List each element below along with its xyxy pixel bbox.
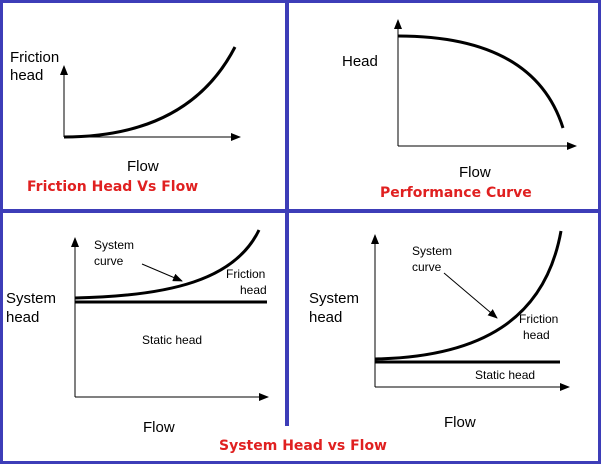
system-left-x-label: Flow: [143, 419, 175, 436]
system-right-x-label: Flow: [444, 414, 476, 431]
friction-y-label-line2: head: [10, 67, 43, 84]
system-left-system-curve: [74, 229, 261, 300]
performance-x-label: Flow: [459, 164, 491, 181]
friction-head-curve: [63, 46, 237, 139]
friction-caption: Friction Head Vs Flow: [27, 179, 198, 195]
system-right-y-label-line2: head: [309, 309, 342, 326]
system-right-annotation-system-line2: curve: [412, 260, 442, 274]
system-left-annotation-friction-line2: head: [240, 283, 267, 297]
system-left-annotation-system-line1: System: [94, 238, 134, 252]
performance-panel: Head Flow Performance Curve: [342, 19, 577, 201]
friction-y-label-line1: Friction: [10, 49, 59, 66]
friction-x-label: Flow: [127, 158, 159, 175]
system-head-caption: System Head vs Flow: [219, 438, 387, 454]
system-left-annotation-friction-line1: Friction: [226, 267, 265, 281]
friction-head-panel: Friction head Flow Friction Head Vs Flow: [10, 46, 241, 195]
system-right-system-curve: [374, 230, 563, 361]
system-head-right-panel: System head System curve Friction head S…: [309, 230, 570, 431]
system-right-curve-arrow: [443, 272, 498, 319]
system-right-annotation-friction-line2: head: [523, 328, 550, 342]
system-left-annotation-system-line2: curve: [94, 254, 124, 268]
system-left-annotation-static: Static head: [142, 333, 202, 347]
system-left-y-label-line2: head: [6, 309, 39, 326]
system-left-curve-arrow: [141, 263, 183, 282]
system-right-annotation-static: Static head: [475, 368, 535, 382]
performance-y-label: Head: [342, 53, 378, 70]
system-head-left-panel: System head System curve Friction head S…: [6, 229, 269, 436]
performance-curve: [397, 34, 565, 129]
system-left-y-label-line1: System: [6, 290, 56, 307]
system-right-annotation-friction-line1: Friction: [519, 312, 558, 326]
system-right-annotation-system-line1: System: [412, 244, 452, 258]
performance-caption: Performance Curve: [380, 185, 532, 201]
system-right-y-label-line1: System: [309, 290, 359, 307]
